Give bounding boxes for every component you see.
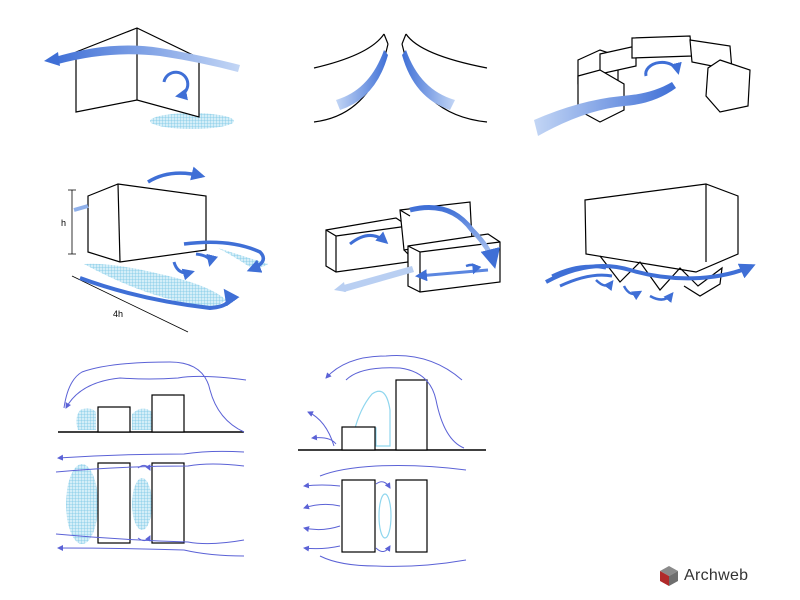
right-wall [405,33,488,69]
eddy-arrow [162,70,190,101]
distance-label: 4h [113,309,124,319]
wind-arrow [336,50,388,110]
height-label: h [61,218,67,228]
building-block [584,183,739,273]
brand-name: Archweb [684,567,749,584]
eddy-arrow [644,60,682,77]
wake-zone [84,263,226,308]
panel-tall-block [298,355,486,567]
brand-logo: Archweb [662,566,748,586]
panel-staggered-blocks [325,201,501,293]
panel-venturi [313,33,488,123]
wind-arrow [52,45,240,72]
left-wall [313,33,385,69]
panel-courtyard [534,35,751,136]
wind-arrow [402,50,455,110]
wind-arrow [147,166,206,184]
wake-zone [150,113,234,129]
panel-wake-length [68,166,268,333]
cube-icon [660,566,678,586]
building-block [87,183,207,263]
wake-zone [76,408,96,430]
panel-pilotis [545,183,756,303]
panel-corner-flow [44,27,240,129]
streamline [325,355,463,381]
eddy-arrow [349,231,389,246]
panel-two-blocks [55,361,247,557]
wind-arrow [534,82,676,136]
streamline [65,375,247,409]
